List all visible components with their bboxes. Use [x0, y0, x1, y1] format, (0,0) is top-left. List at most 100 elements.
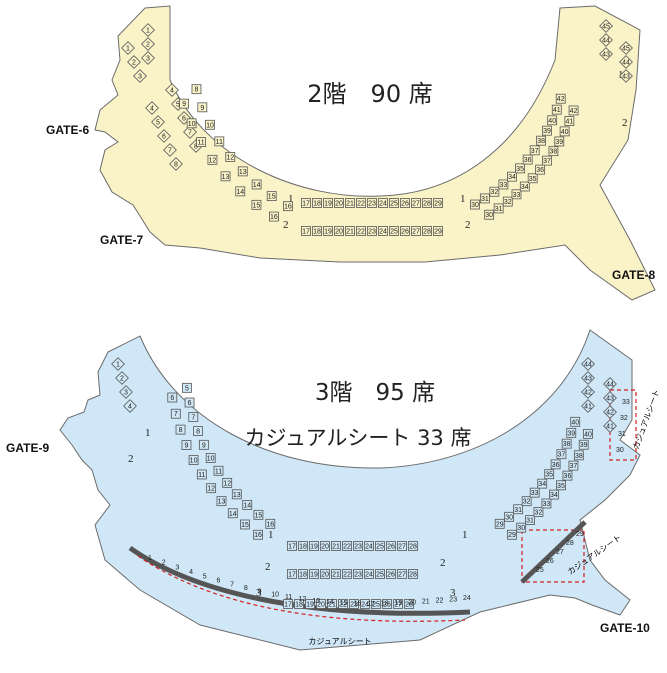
svg-text:39: 39	[555, 139, 563, 146]
svg-text:8: 8	[174, 162, 178, 169]
svg-text:30: 30	[505, 514, 513, 521]
svg-text:34: 34	[508, 174, 516, 181]
svg-text:9: 9	[185, 443, 189, 450]
casual-seat-number: 30	[616, 447, 624, 454]
seat: 43	[581, 371, 595, 385]
svg-text:36: 36	[552, 462, 560, 469]
seat: 20	[334, 226, 344, 236]
seat: 45	[619, 41, 633, 55]
casual-seat-number: 13	[312, 598, 320, 605]
svg-text:28: 28	[423, 229, 431, 236]
seat: 17	[287, 541, 297, 551]
seat: 29	[494, 518, 505, 529]
seat: 28	[422, 198, 432, 208]
seat: 36	[550, 459, 561, 470]
svg-text:15: 15	[268, 194, 276, 201]
svg-text:3: 3	[146, 56, 150, 63]
svg-text:18: 18	[299, 572, 307, 579]
row-label: 2	[465, 219, 471, 231]
svg-text:32: 32	[504, 199, 512, 206]
seat: 31	[493, 203, 504, 214]
svg-text:21: 21	[332, 544, 340, 551]
row-label: 1	[460, 193, 466, 205]
seat: 13	[220, 171, 231, 182]
svg-text:11: 11	[215, 468, 222, 475]
svg-text:28: 28	[409, 572, 417, 579]
seat: 14	[227, 508, 238, 519]
svg-text:32: 32	[523, 499, 531, 506]
seat: 40	[583, 428, 593, 439]
seat: 14	[235, 186, 246, 197]
seat: 12	[225, 152, 236, 162]
svg-text:11: 11	[197, 140, 204, 147]
seat: 35	[515, 163, 525, 174]
seat: 18	[298, 541, 308, 551]
svg-text:27: 27	[412, 201, 420, 208]
seat: 25	[389, 226, 399, 236]
seat: 27	[393, 599, 403, 609]
seat: 45	[599, 19, 613, 33]
svg-text:12: 12	[226, 154, 234, 161]
svg-text:15: 15	[253, 202, 261, 209]
seat: 35	[556, 480, 566, 491]
seat: 6	[157, 129, 171, 143]
seat: 5	[182, 382, 192, 393]
svg-text:43: 43	[602, 52, 610, 59]
svg-text:20: 20	[321, 544, 329, 551]
svg-text:45: 45	[602, 24, 610, 31]
casual-label-bottom: カジュアルシート	[308, 637, 371, 646]
svg-text:9: 9	[182, 101, 186, 108]
row-label: 2	[128, 453, 134, 465]
gate-6-label: GATE-6	[46, 123, 89, 137]
seat: 24	[378, 198, 388, 208]
svg-text:33: 33	[543, 501, 551, 508]
seat: 34	[519, 181, 530, 192]
svg-text:44: 44	[584, 362, 592, 369]
svg-text:8: 8	[179, 427, 183, 434]
seat: 42	[581, 385, 595, 399]
seat: 9	[197, 102, 208, 113]
seat: 25	[371, 599, 381, 609]
svg-text:25: 25	[390, 229, 398, 236]
seat: 28	[422, 226, 432, 236]
gate-8-label: GATE-8	[612, 268, 655, 282]
floor-2-shape	[94, 5, 656, 301]
svg-text:16: 16	[270, 214, 278, 221]
svg-text:39: 39	[567, 430, 575, 437]
svg-text:40: 40	[584, 431, 592, 438]
seat: 25	[375, 569, 385, 579]
seat: 33	[511, 189, 522, 200]
seat: 40	[570, 416, 581, 427]
seat: 31	[479, 193, 490, 204]
seat: 10	[205, 453, 216, 463]
svg-text:31: 31	[514, 507, 522, 514]
seat: 13	[237, 166, 248, 177]
svg-text:17: 17	[302, 229, 310, 236]
seat: 2	[141, 37, 155, 51]
row-label: 2	[440, 557, 446, 569]
svg-text:42: 42	[584, 390, 592, 397]
gate-10-label: GATE-10	[600, 621, 650, 635]
seat: 17	[287, 569, 297, 579]
svg-text:18: 18	[313, 229, 321, 236]
seat: 39	[554, 136, 565, 147]
svg-text:42: 42	[557, 96, 565, 103]
gate-7-label: GATE-7	[100, 233, 143, 247]
svg-text:26: 26	[401, 201, 409, 208]
casual-seat-number: 6	[216, 578, 220, 585]
svg-text:19: 19	[324, 201, 332, 208]
seat: 1	[141, 23, 155, 37]
seat: 30	[516, 522, 527, 533]
svg-text:45: 45	[622, 46, 630, 53]
casual-seat-number: 16	[353, 601, 361, 608]
seat: 44	[599, 33, 613, 47]
seat: 31	[525, 515, 535, 525]
seat: 2	[127, 55, 141, 69]
seat: 22	[356, 198, 366, 208]
seat: 8	[175, 424, 186, 435]
casual-seat-number: 33	[622, 399, 630, 406]
casual-seat-number: 20	[408, 599, 416, 606]
svg-text:22: 22	[339, 602, 347, 609]
svg-text:28: 28	[423, 201, 431, 208]
seat: 37	[542, 155, 552, 166]
